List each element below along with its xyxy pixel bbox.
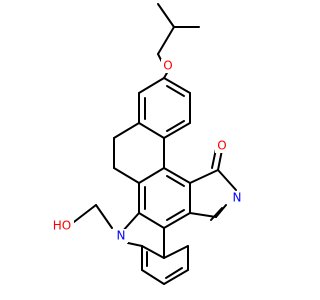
bond — [189, 169, 219, 184]
bond — [189, 212, 217, 218]
atom-label-background — [50, 219, 74, 233]
atom-label-background — [230, 191, 244, 205]
bond — [166, 85, 185, 97]
bond — [138, 122, 165, 139]
hydroxyl-label: HO — [53, 219, 71, 233]
bond — [166, 175, 185, 187]
bond — [138, 167, 165, 184]
molecule-svg: O O N N HO — [50, 3, 244, 285]
molecule-structure-canvas: O O N N HO — [50, 3, 244, 285]
bond — [210, 207, 223, 221]
bond — [165, 267, 183, 279]
ether-oxygen-label: O — [163, 59, 172, 73]
bond — [95, 204, 113, 229]
bond — [163, 212, 191, 229]
atom-label-background — [215, 139, 229, 153]
carbonyl-oxygen-label: O — [217, 139, 226, 153]
bond — [69, 204, 97, 226]
bond — [163, 122, 191, 139]
bond — [141, 269, 165, 285]
bond — [113, 167, 140, 184]
bond — [166, 209, 185, 221]
bond — [127, 242, 143, 247]
bond — [215, 204, 227, 218]
bond — [217, 149, 223, 171]
bond-layer — [69, 3, 237, 285]
atom-label-background — [114, 229, 128, 243]
bond — [121, 212, 140, 233]
bond — [163, 269, 189, 285]
bond — [113, 122, 140, 139]
bond — [166, 120, 185, 132]
bond — [138, 212, 165, 229]
indole-nitrogen-label: N — [117, 229, 126, 243]
bond — [217, 169, 237, 191]
bond — [163, 245, 189, 259]
bond — [157, 26, 175, 55]
bond — [163, 77, 191, 94]
bond — [138, 77, 165, 94]
imine-nitrogen-label: N — [233, 191, 242, 205]
atom-label-background — [161, 59, 175, 73]
atom-label-layer: O O N N HO — [50, 59, 244, 243]
bond — [157, 3, 175, 28]
bond — [163, 167, 191, 184]
bond — [141, 245, 165, 259]
